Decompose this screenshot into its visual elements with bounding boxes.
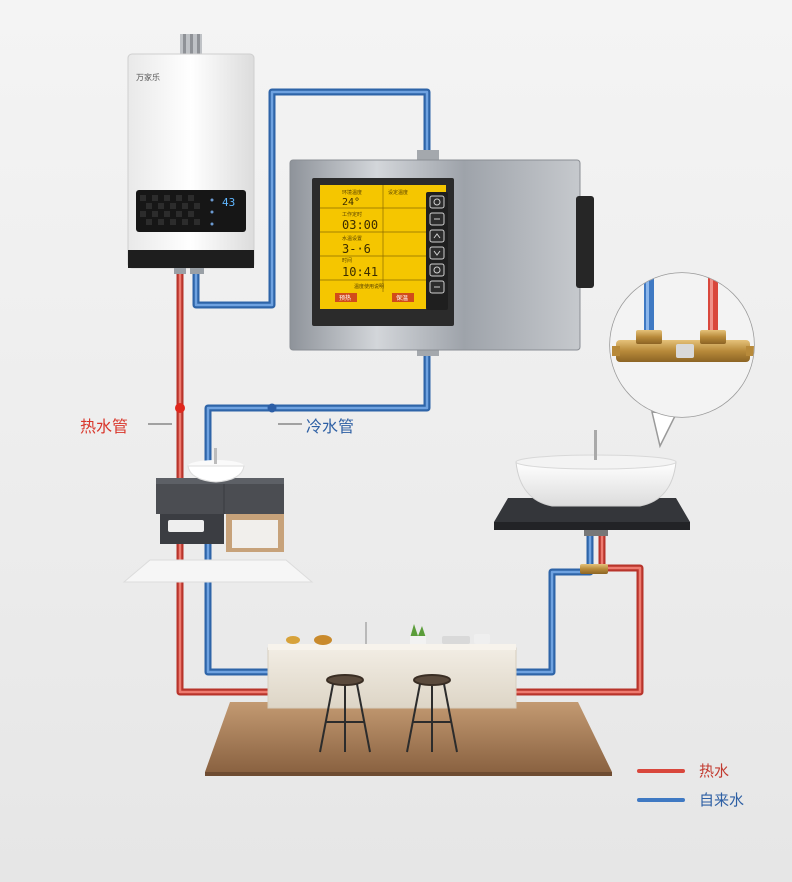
- power-button[interactable]: [429, 195, 445, 209]
- legend-hot: 热水: [637, 760, 729, 781]
- bathroom-vanity: [122, 448, 314, 583]
- legend-tap: 自来水: [637, 789, 744, 810]
- kitchen-floor: [205, 702, 612, 776]
- heater-brand: 万家乐: [136, 72, 160, 82]
- hot-pipe-label: 热水管: [80, 417, 129, 436]
- menu-button[interactable]: [429, 280, 445, 294]
- screen-btn-left: 预热: [339, 294, 351, 302]
- cold-pipe-marker: [267, 403, 277, 413]
- cold-pipes: [192, 88, 594, 676]
- up-button[interactable]: [429, 229, 445, 243]
- hot-pipe-marker: [175, 403, 185, 413]
- chevron-down-icon: [433, 250, 441, 256]
- screen-row3-label: 时间: [342, 257, 352, 264]
- cold-pipe-label: 冷水管: [306, 417, 355, 436]
- mode-button[interactable]: [429, 212, 445, 226]
- screen-row1-value: 03:00: [342, 218, 378, 232]
- clock-icon: [433, 266, 441, 274]
- chevron-up-icon: [433, 233, 441, 239]
- legend-hot-label: 热水: [699, 762, 730, 780]
- legend-tap-label: 自来水: [699, 791, 745, 809]
- legend-tap-swatch: [637, 797, 685, 802]
- screen-row2-label: 水温设置: [342, 235, 362, 242]
- water-heater: 43 万家乐: [127, 34, 255, 274]
- legend-hot-swatch: [637, 768, 685, 773]
- bar-stools: [319, 674, 458, 753]
- screen-header-left: 环境温度: [342, 189, 362, 196]
- wash-basin: [494, 430, 690, 574]
- screen-row1-label: 工作定时: [342, 211, 362, 218]
- screen-temp: 24°: [342, 197, 360, 208]
- power-icon: [433, 198, 441, 206]
- down-button[interactable]: [429, 246, 445, 260]
- screen-row2-value: 3-·6: [342, 242, 371, 256]
- screen-row3-value: 10:41: [342, 265, 378, 279]
- clock-button[interactable]: [429, 263, 445, 277]
- fitting-zoom-callout: [609, 272, 755, 449]
- controller-buttons: [429, 195, 445, 294]
- screen-header-right: 设定温度: [388, 189, 408, 196]
- controller-unit: 环境温度 设定温度 24° 工作定时 03:00 水温设置 3-·6 时间 10…: [289, 150, 594, 356]
- screen-footer-note: 温度使用说明: [354, 283, 384, 290]
- heater-grid-pattern: [140, 195, 200, 225]
- screen-btn-right: 保温: [396, 294, 408, 302]
- kitchen-counter: [267, 622, 517, 709]
- heater-display: 43: [222, 196, 235, 209]
